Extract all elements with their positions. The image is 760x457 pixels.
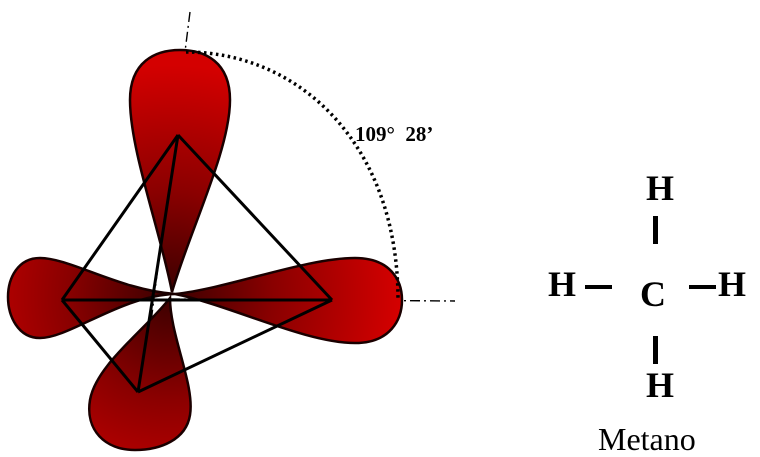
methane-top-bond (653, 216, 658, 244)
methane-carbon: C (640, 274, 666, 314)
methane-left-hydrogen: H (548, 264, 577, 304)
orbital-lobe-top (128, 48, 232, 293)
methane-right-bond (689, 285, 716, 289)
methane-left-bond (585, 285, 612, 289)
methane-caption: Metano (598, 421, 696, 457)
methane-right-hydrogen: H (718, 264, 747, 304)
bond-angle-label: 109° 28’ (355, 122, 433, 146)
tetrahedron (60, 133, 334, 394)
methane-top-hydrogen: H (646, 168, 675, 208)
methane-bottom-bond (653, 336, 658, 364)
methane-bottom-hydrogen: H (646, 365, 675, 405)
orbital-lobe-left (6, 256, 176, 340)
